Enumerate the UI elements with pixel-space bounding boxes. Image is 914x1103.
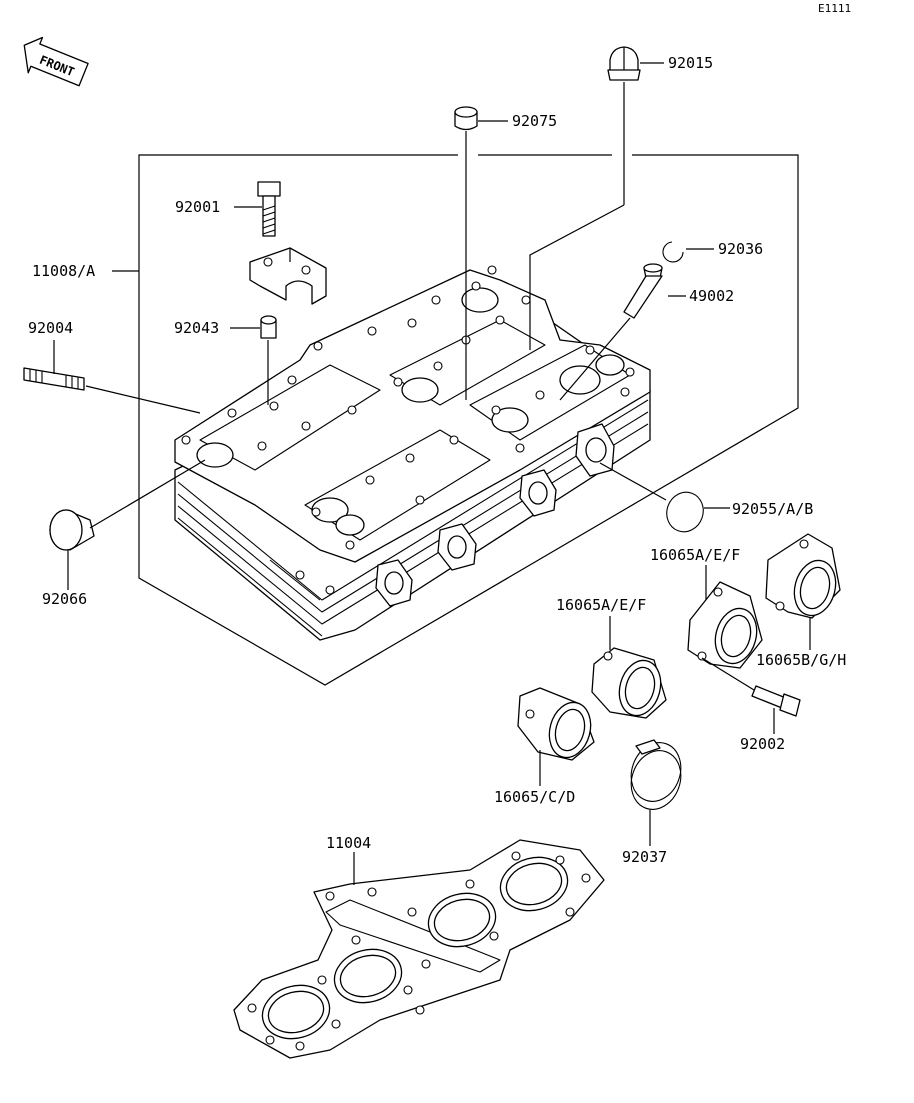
part-16065bgh-carburetor-holder bbox=[765, 533, 841, 619]
part-11004-head-gasket bbox=[233, 839, 605, 1059]
label-92055ab: 92055/A/B bbox=[732, 500, 813, 518]
part-92036-circlip bbox=[662, 241, 684, 263]
label-92004: 92004 bbox=[28, 319, 73, 337]
part-49002-valve-guide bbox=[623, 263, 663, 319]
label-16065bgh: 16065B/G/H bbox=[756, 651, 846, 669]
part-16065aef-carburetor-holder-left bbox=[591, 647, 667, 719]
label-92015: 92015 bbox=[668, 54, 713, 72]
part-92004-stud bbox=[23, 367, 85, 391]
front-arrow-icon: FRONT bbox=[23, 36, 89, 87]
part-92001-bolt bbox=[257, 181, 281, 237]
diagram-code: E1111 bbox=[818, 2, 851, 15]
part-92043-dowel bbox=[260, 315, 277, 339]
part-16065aef-carburetor-holder-right bbox=[687, 581, 763, 669]
label-16065aef-left: 16065A/E/F bbox=[556, 596, 646, 614]
part-16065cd-carburetor-holder bbox=[517, 687, 595, 761]
label-16065cd: 16065/C/D bbox=[494, 788, 575, 806]
part-92055-o-ring bbox=[666, 491, 704, 533]
label-49002: 49002 bbox=[689, 287, 734, 305]
label-92043: 92043 bbox=[174, 319, 219, 337]
label-92075: 92075 bbox=[512, 112, 557, 130]
part-92002-bolt bbox=[751, 685, 801, 717]
part-92075-plug bbox=[454, 106, 478, 131]
label-92036: 92036 bbox=[718, 240, 763, 258]
label-11008a: 11008/A bbox=[32, 262, 95, 280]
label-16065aef-right: 16065A/E/F bbox=[650, 546, 740, 564]
label-11004: 11004 bbox=[326, 834, 371, 852]
part-92066-cap bbox=[49, 509, 95, 551]
assembly-bracket bbox=[138, 154, 799, 686]
label-92001: 92001 bbox=[175, 198, 220, 216]
part-92015-cap-nut bbox=[607, 46, 641, 81]
part-92037-clamp bbox=[630, 739, 682, 810]
camshaft-cap bbox=[249, 247, 327, 305]
label-92002: 92002 bbox=[740, 735, 785, 753]
label-92037: 92037 bbox=[622, 848, 667, 866]
label-92066: 92066 bbox=[42, 590, 87, 608]
cylinder-head bbox=[174, 265, 651, 641]
